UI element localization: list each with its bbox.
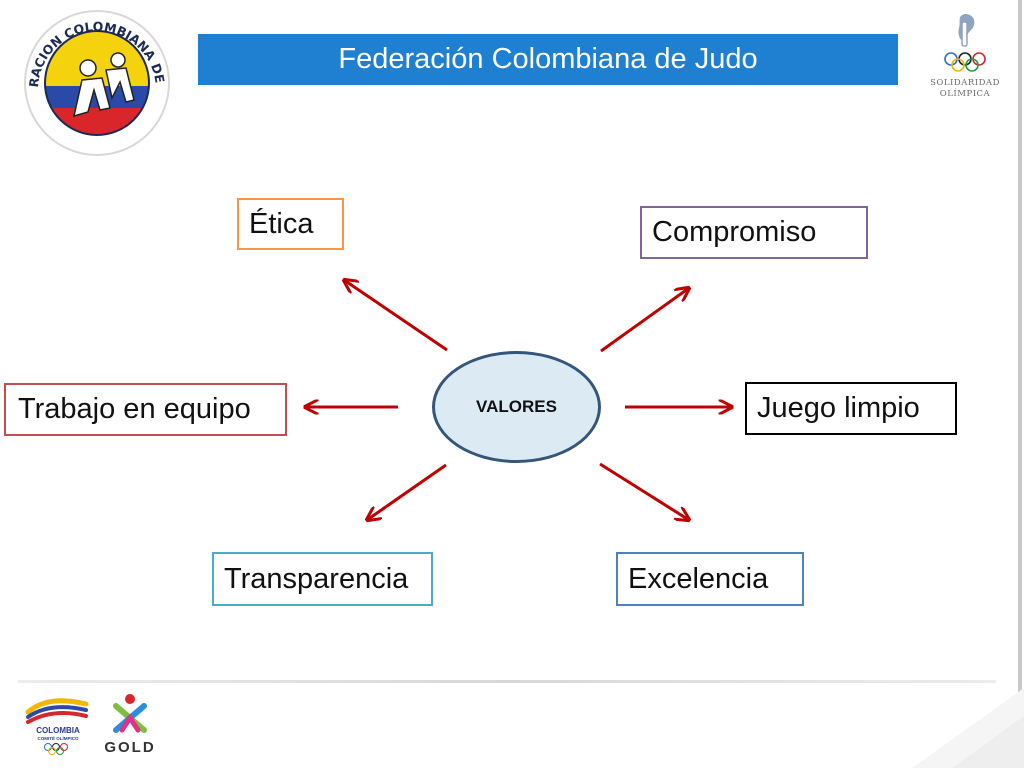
olympic-solidarity-icon: SOLIDARIDAD OLÍMPICA: [930, 14, 1000, 99]
value-box-compromiso: Compromiso: [640, 206, 868, 259]
value-label: Trabajo en equipo: [18, 393, 251, 425]
corner-decoration: [912, 688, 1024, 768]
committee-line1: COLOMBIA: [36, 726, 80, 735]
center-node-valores: VALORES: [432, 351, 601, 463]
committee-line2: COMITÉ OLÍMPICO: [38, 734, 79, 741]
value-label: Compromiso: [652, 216, 817, 248]
gold-text: GOLD: [104, 739, 155, 756]
page-title: Federación Colombiana de Judo: [338, 43, 758, 75]
value-box-trabajo-en-equipo: Trabajo en equipo: [4, 383, 287, 436]
footer-divider: [18, 680, 996, 683]
solidarity-line2: OLÍMPICA: [940, 87, 991, 99]
value-label: Juego limpio: [757, 392, 920, 424]
value-box-juego-limpio: Juego limpio: [745, 382, 957, 435]
arrow-to-compromiso: [600, 288, 689, 353]
value-box-excelencia: Excelencia: [616, 552, 804, 606]
judo-federation-emblem-icon: FEDERACION COLOMBIANA DE JUDO: [22, 8, 170, 156]
title-banner: Federación Colombiana de Judo: [198, 34, 898, 85]
value-box-transparencia: Transparencia: [212, 552, 433, 606]
value-box-etica: Ética: [237, 198, 344, 250]
value-label: Transparencia: [224, 562, 409, 595]
colombian-olympic-committee-icon: COLOMBIA COMITÉ OLÍMPICO: [25, 698, 89, 755]
gold-program-icon: GOLD: [104, 694, 155, 756]
value-label: Ética: [249, 207, 314, 240]
arrow-to-excelencia: [599, 462, 689, 520]
arrow-to-transparencia: [367, 463, 447, 520]
arrow-to-etica: [344, 280, 448, 352]
value-label: Excelencia: [628, 562, 769, 595]
center-node-label: VALORES: [476, 397, 557, 416]
right-edge-rule: [1018, 0, 1022, 768]
solidarity-line1: SOLIDARIDAD: [930, 78, 1000, 88]
